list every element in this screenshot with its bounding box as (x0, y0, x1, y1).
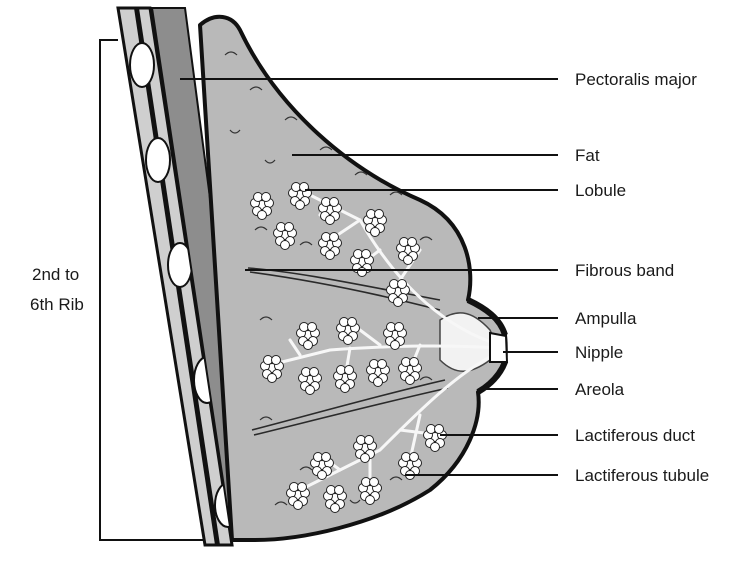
label-lactiferous-duct: Lactiferous duct (575, 426, 695, 445)
label-ampulla: Ampulla (575, 309, 637, 328)
label-lobule: Lobule (575, 181, 626, 200)
rib-icon (130, 43, 154, 87)
label-lactiferous-tubule: Lactiferous tubule (575, 466, 709, 485)
label-pectoralis-major: Pectoralis major (575, 70, 697, 89)
label-fibrous-band: Fibrous band (575, 261, 674, 280)
label-fat: Fat (575, 146, 600, 165)
label-nipple: Nipple (575, 343, 623, 362)
label-areola: Areola (575, 380, 625, 399)
breast-tissue (200, 17, 506, 540)
nipple (490, 333, 507, 362)
rib-label-line2: 6th Rib (30, 295, 84, 314)
rib-icon (146, 138, 170, 182)
rib-label-line1: 2nd to (32, 265, 79, 284)
